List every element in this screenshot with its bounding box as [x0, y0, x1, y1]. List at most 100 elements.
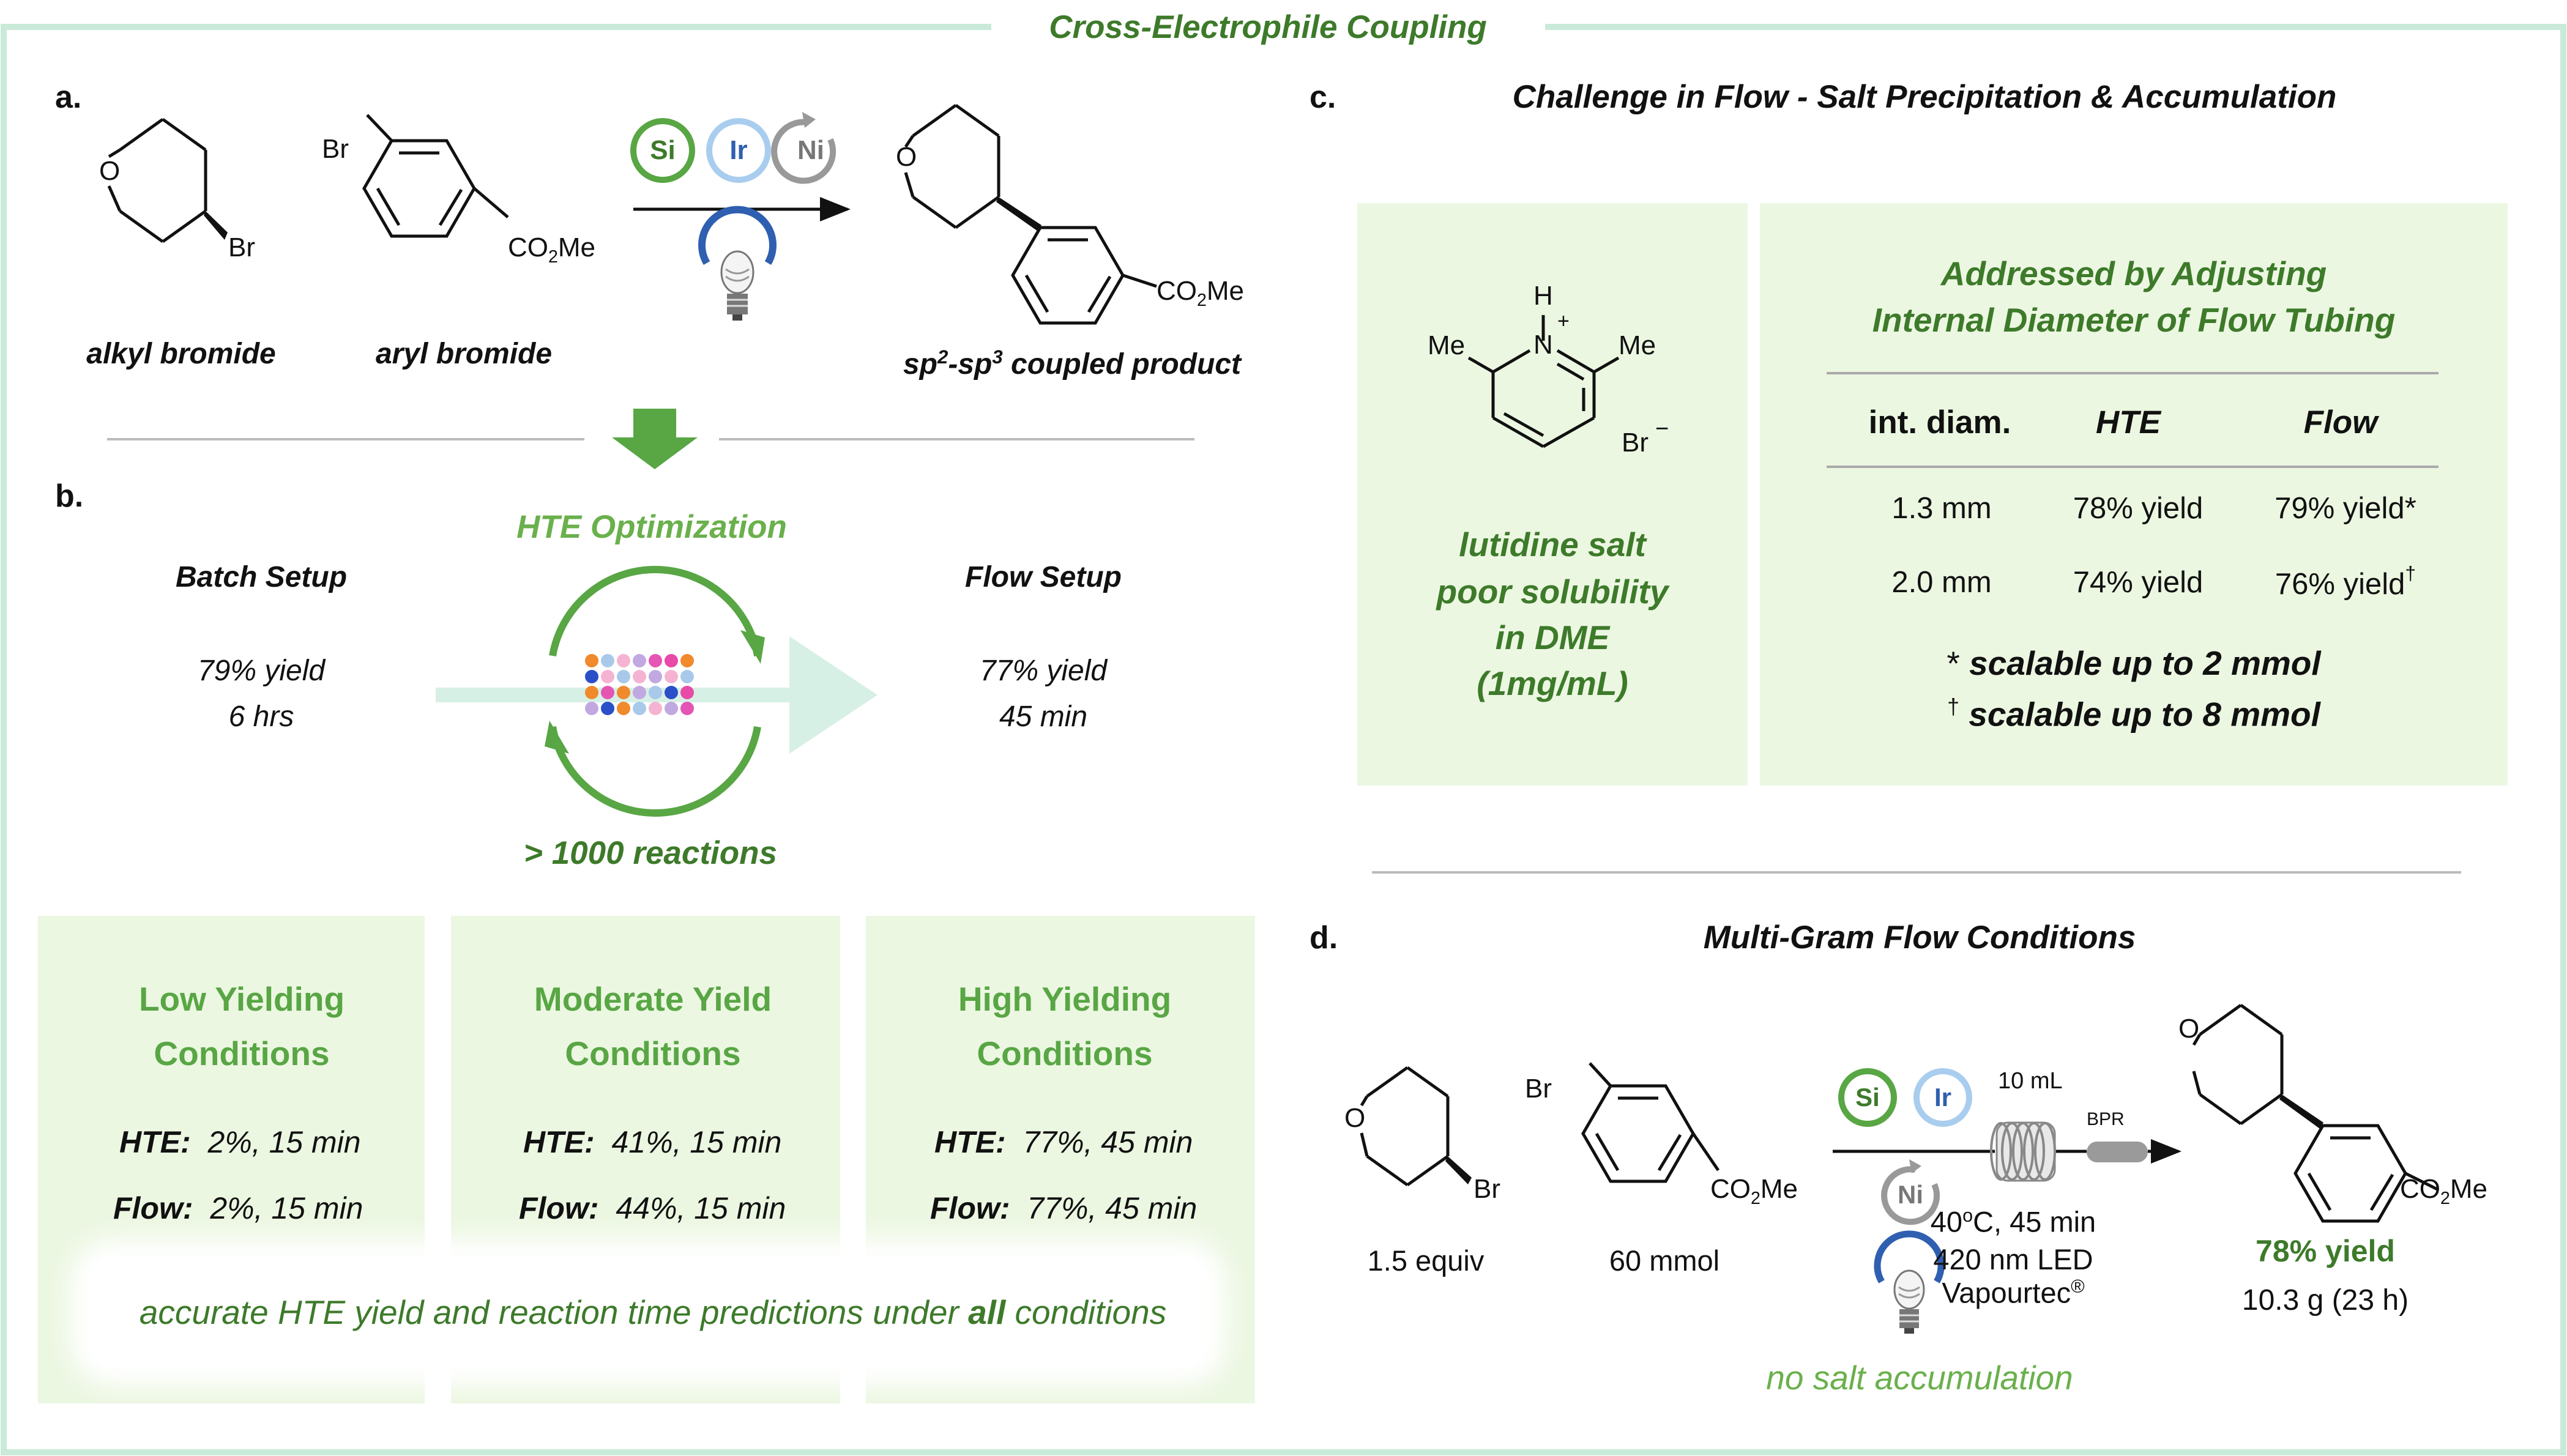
reaction-count: > 1000 reactions — [524, 835, 777, 871]
panel-c-title: Challenge in Flow - Salt Precipitation &… — [1512, 79, 2337, 115]
well — [680, 654, 694, 667]
product-a — [904, 103, 1157, 325]
atom-n-c: N — [1533, 330, 1553, 360]
well — [617, 654, 630, 667]
moderate-title-2: Conditions — [565, 1034, 741, 1072]
moderate-hte-row: HTE: 41%, 15 min — [523, 1125, 782, 1159]
lightbulb-icon-d — [1874, 1230, 1945, 1334]
atom-h-c: H — [1533, 281, 1553, 311]
cycle-arrowhead-bottom — [545, 721, 569, 754]
summary-text: accurate HTE yield and reaction time pre… — [139, 1293, 1167, 1331]
reagent-equiv: 1.5 equiv — [1367, 1244, 1485, 1277]
minus-charge-c: − — [1655, 416, 1669, 442]
well — [601, 654, 614, 667]
well — [585, 702, 598, 715]
well — [649, 686, 662, 699]
well — [680, 670, 694, 683]
atom-o-d3: O — [2178, 1014, 2200, 1044]
ir-label-d: Ir — [1934, 1083, 1952, 1112]
addressed-line-2: Internal Diameter of Flow Tubing — [1872, 301, 2396, 339]
aryl-bromide-label: aryl bromide — [375, 338, 553, 370]
high-flow-row: Flow: 77%, 45 min — [930, 1191, 1198, 1225]
aryl-bromide-d — [1581, 1062, 1720, 1183]
aryl-bromide-a — [362, 114, 509, 238]
table-row1-diam: 1.3 mm — [1891, 492, 1992, 525]
condition-led: 420 nm LED — [1933, 1243, 2093, 1276]
outer-frame — [1, 24, 2566, 1455]
well — [601, 702, 614, 715]
alkyl-bromide-label: alkyl bromide — [86, 338, 276, 370]
table-row2-hte: 74% yield — [2073, 566, 2204, 599]
cycle-arc-bottom — [549, 726, 761, 817]
well — [680, 686, 694, 699]
bpr-label: BPR — [2087, 1109, 2125, 1129]
bpr-cartridge — [2087, 1142, 2148, 1162]
well — [601, 686, 614, 699]
well — [633, 670, 646, 683]
lutidinium-structure — [1467, 315, 1620, 448]
bromide-anion-c: Br — [1622, 428, 1649, 458]
atom-br-d2: Br — [1525, 1074, 1552, 1104]
ir-catalyst-circle-d — [1913, 1068, 1972, 1127]
summary-banner — [89, 1257, 1209, 1367]
methyl-right-c: Me — [1619, 330, 1656, 360]
atom-br-a1: Br — [228, 232, 255, 262]
addressed-box — [1760, 203, 2508, 786]
well — [633, 702, 646, 715]
flow-setup-title: Flow Setup — [965, 561, 1122, 593]
salt-box — [1357, 203, 1748, 786]
well — [601, 670, 614, 683]
hte-optimization-title: HTE Optimization — [516, 509, 787, 545]
si-catalyst-circle-a — [630, 118, 695, 183]
panel-a-letter: a. — [55, 80, 82, 115]
oxane-bromide-a — [107, 117, 228, 243]
product-mass-d: 10.3 g (23 h) — [2241, 1284, 2409, 1317]
ni-catalyst-circle-a — [771, 112, 836, 184]
plus-charge-c: + — [1557, 310, 1570, 333]
down-arrow — [612, 409, 698, 469]
product-d — [2192, 1003, 2440, 1223]
well-plate — [585, 654, 694, 715]
salt-line-1: lutidine salt — [1459, 526, 1646, 563]
condition-temp-time: 40oC, 45 min — [1930, 1205, 2096, 1238]
atom-br-d1: Br — [1474, 1174, 1500, 1204]
no-salt-accumulation: no salt accumulation — [1766, 1359, 2073, 1397]
ester-d3: CO2Me — [2399, 1174, 2487, 1208]
panel-d-letter: d. — [1310, 920, 1338, 956]
moderate-flow-row: Flow: 44%, 15 min — [519, 1191, 786, 1225]
atom-o-d1: O — [1344, 1103, 1366, 1133]
methyl-left-c: Me — [1428, 330, 1466, 360]
atom-br-a2: Br — [322, 134, 349, 164]
well — [649, 654, 662, 667]
ester-a3: CO2Me — [1157, 276, 1245, 310]
ir-label-a: Ir — [729, 135, 748, 165]
well — [665, 654, 678, 667]
well — [585, 654, 598, 667]
atom-o-a1: O — [99, 156, 121, 186]
ni-label-a: Ni — [797, 135, 824, 165]
si-label-d: Si — [1855, 1083, 1880, 1112]
panel-d-title: Multi-Gram Flow Conditions — [1703, 919, 2136, 956]
coil-reactor-icon — [1990, 1121, 2056, 1182]
high-title-2: Conditions — [977, 1034, 1153, 1072]
ir-catalyst-circle-a — [706, 118, 771, 183]
table-header-flow: Flow — [2303, 404, 2378, 440]
reagent-mmol: 60 mmol — [1609, 1244, 1720, 1277]
low-flow-row: Flow: 2%, 15 min — [113, 1191, 363, 1225]
well — [617, 702, 630, 715]
si-label-a: Si — [650, 135, 676, 165]
well — [585, 686, 598, 699]
salt-line-2: poor solubility — [1436, 573, 1669, 611]
well — [617, 686, 630, 699]
moderate-title-1: Moderate Yield — [534, 980, 772, 1018]
low-title-2: Conditions — [154, 1034, 330, 1072]
panel-b-letter: b. — [55, 478, 84, 514]
table-row2-diam: 2.0 mm — [1891, 566, 1992, 599]
ester-d2: CO2Me — [1710, 1174, 1798, 1208]
well — [633, 654, 646, 667]
salt-line-3: in DME — [1495, 618, 1610, 656]
salt-line-4: (1mg/mL) — [1477, 664, 1628, 702]
high-title-1: High Yielding — [958, 980, 1172, 1018]
flow-yield: 77% yield — [979, 655, 1108, 687]
